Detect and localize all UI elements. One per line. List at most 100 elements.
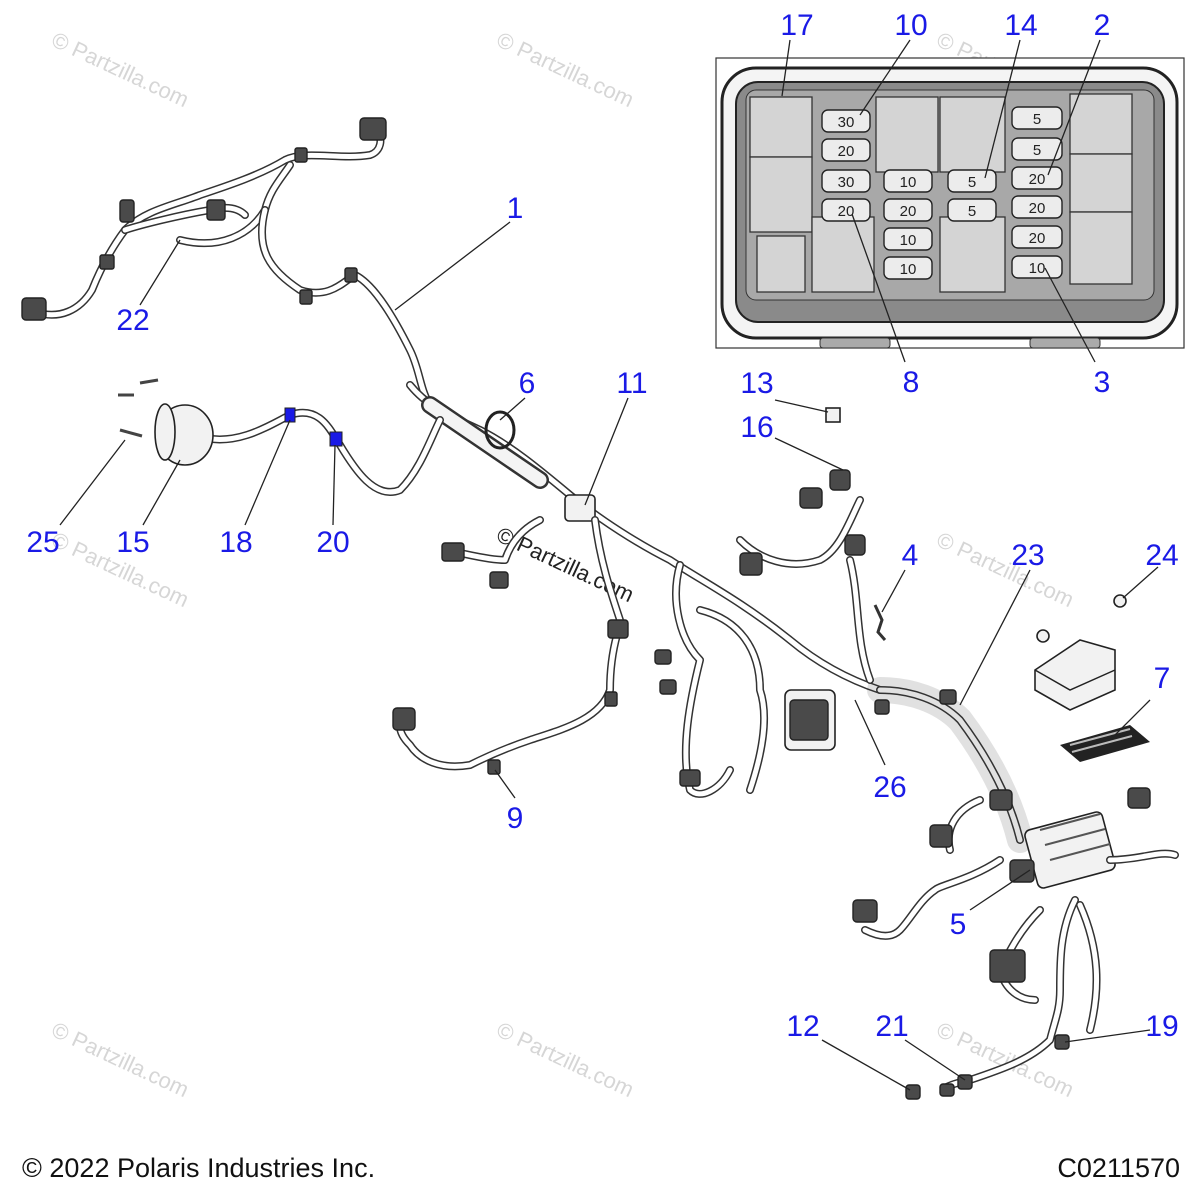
callout-6[interactable]: 6 — [519, 367, 536, 400]
connector — [844, 534, 866, 556]
clip — [874, 699, 890, 715]
clip — [99, 254, 115, 270]
connector — [929, 824, 953, 848]
fuse-rating: 20 — [1029, 171, 1046, 188]
relay — [1069, 153, 1133, 213]
fuse-rating: 20 — [1029, 200, 1046, 217]
callout-20[interactable]: 20 — [316, 526, 349, 559]
fuse-rating: 30 — [838, 174, 855, 191]
screw — [119, 428, 143, 438]
callout-11[interactable]: 11 — [616, 367, 647, 400]
callout-16[interactable]: 16 — [740, 411, 773, 444]
central-harness — [654, 469, 957, 798]
callout-5[interactable]: 5 — [950, 908, 967, 941]
callout-7[interactable]: 7 — [1154, 662, 1171, 695]
relay — [749, 96, 813, 158]
copyright-text: © 2022 Polaris Industries Inc. — [22, 1153, 375, 1183]
fuse-rating: 10 — [900, 232, 917, 249]
callout-15[interactable]: 15 — [116, 526, 149, 559]
callout-23[interactable]: 23 — [1011, 539, 1044, 572]
leader-lines — [59, 39, 1159, 1091]
lower-right-harness — [852, 787, 1179, 1100]
clip-18 — [284, 407, 296, 423]
fuse — [1011, 255, 1063, 279]
lower-left-branch — [392, 516, 629, 775]
callouts: 1 2 3 4 5 6 7 8 9 10 11 12 13 14 15 16 1… — [26, 9, 1178, 1043]
connector — [829, 469, 851, 491]
fuse-rating: 5 — [1033, 111, 1041, 128]
fuse — [947, 198, 997, 222]
connector — [679, 769, 701, 787]
connector — [1009, 859, 1035, 883]
connector — [392, 707, 416, 731]
callout-19[interactable]: 19 — [1145, 1010, 1178, 1043]
clip-21 — [957, 1074, 973, 1090]
fuse — [883, 169, 933, 193]
fuse-rating: 5 — [1033, 142, 1041, 159]
fuse — [1011, 137, 1063, 161]
fuse — [821, 109, 871, 133]
relay — [1069, 211, 1133, 285]
footer: © 2022 Polaris Industries Inc. C0211570 — [22, 1153, 1180, 1183]
fuse — [821, 138, 871, 162]
connector — [654, 649, 672, 665]
callout-17[interactable]: 17 — [780, 9, 813, 42]
watermark: © Partzilla.com — [933, 527, 1078, 612]
callout-2[interactable]: 2 — [1094, 9, 1111, 42]
callout-10[interactable]: 10 — [894, 9, 927, 42]
relay — [939, 96, 1006, 173]
fuse — [883, 198, 933, 222]
relay — [811, 216, 875, 293]
fuse-rating: 20 — [1029, 230, 1046, 247]
connector — [359, 117, 387, 141]
connector — [21, 297, 47, 321]
relay — [1069, 93, 1133, 155]
connector — [489, 571, 509, 589]
callout-26[interactable]: 26 — [873, 771, 906, 804]
callout-24[interactable]: 24 — [1145, 539, 1178, 572]
connector — [659, 679, 677, 695]
connector — [852, 899, 878, 923]
callout-22[interactable]: 22 — [116, 304, 149, 337]
harness-main-trunk — [406, 381, 1033, 853]
ground-terminal — [873, 604, 887, 641]
connector — [441, 542, 465, 562]
watermark: © Partzilla.com — [493, 27, 638, 112]
callout-8[interactable]: 8 — [903, 366, 920, 399]
fuse-rating: 5 — [968, 174, 976, 191]
callout-1[interactable]: 1 — [507, 192, 524, 225]
fuse — [1011, 106, 1063, 130]
callout-3[interactable]: 3 — [1094, 366, 1111, 399]
callout-9[interactable]: 9 — [507, 802, 524, 835]
latch — [819, 337, 891, 349]
harness-clip — [564, 494, 596, 522]
callout-18[interactable]: 18 — [219, 526, 252, 559]
relay-small — [756, 235, 806, 293]
callout-14[interactable]: 14 — [1004, 9, 1037, 42]
callout-21[interactable]: 21 — [875, 1010, 908, 1043]
connector — [1127, 787, 1151, 809]
callout-12[interactable]: 12 — [786, 1010, 819, 1043]
grommet — [484, 410, 516, 450]
fuse-box-inset: 30 20 30 20 10 20 10 10 5 5 5 5 20 20 20… — [715, 57, 1185, 349]
fuse-rating: 20 — [900, 203, 917, 220]
fuse — [821, 169, 871, 193]
harness-upper — [21, 117, 434, 409]
relay — [875, 96, 939, 173]
callout-25[interactable]: 25 — [26, 526, 59, 559]
callout-4[interactable]: 4 — [902, 539, 919, 572]
connector — [739, 552, 763, 576]
connector — [206, 199, 226, 221]
clip — [299, 289, 313, 305]
fuse-rating: 5 — [968, 203, 976, 220]
callout-13[interactable]: 13 — [740, 367, 773, 400]
diagram-code: C0211570 — [1057, 1153, 1180, 1183]
fuse-rating: 20 — [838, 203, 855, 220]
fuse — [1011, 225, 1063, 249]
fuse-rating: 10 — [1029, 260, 1046, 277]
connector — [989, 789, 1013, 811]
relay — [749, 156, 813, 233]
fuse — [883, 227, 933, 251]
connector — [989, 949, 1026, 983]
loose-parts — [825, 407, 1150, 762]
